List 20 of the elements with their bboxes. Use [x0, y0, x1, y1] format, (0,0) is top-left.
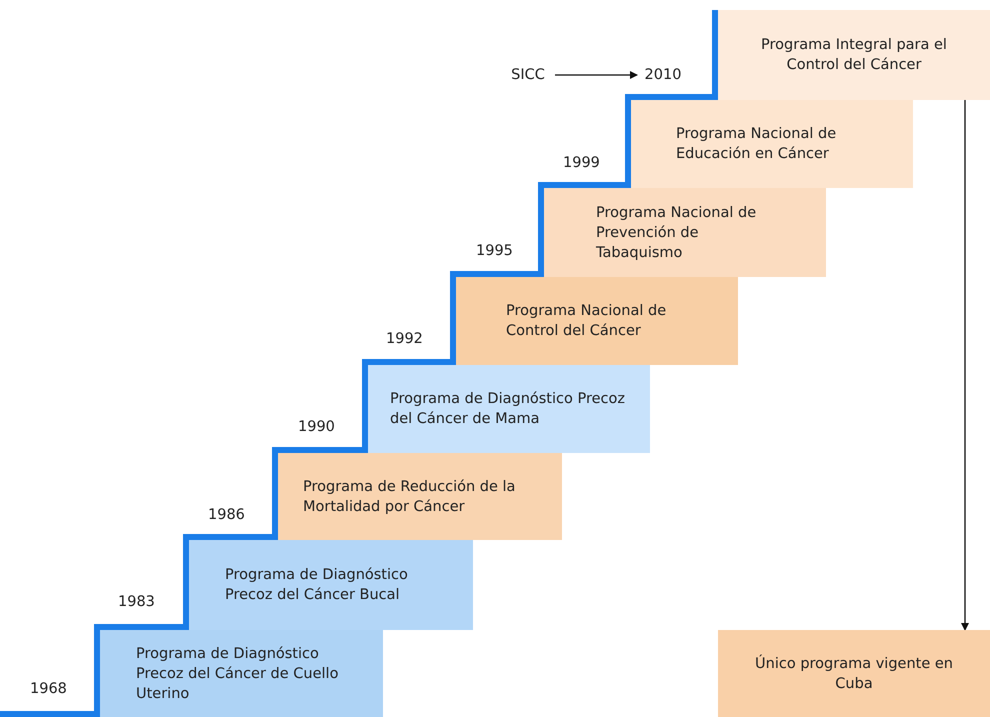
arrow: [555, 71, 638, 79]
program-box: Programa de Diagnóstico Precoz del Cáncer Bucal: [189, 540, 473, 630]
year-label: 2010: [640, 64, 686, 86]
program-box: Programa Integral para el Control del Cáncer: [718, 10, 990, 100]
arrow: [961, 100, 969, 631]
program-box: Programa Nacional de Educación en Cáncer: [631, 100, 913, 188]
year-label: 1986: [208, 506, 245, 525]
program-box: Programa de Diagnóstico Precoz del Cáncer de Cuello Uterino: [100, 630, 383, 717]
year-label: 1968: [30, 680, 67, 699]
program-box: Programa Nacional de Prevención de Tabaquismo: [544, 188, 826, 277]
year-label: 1995: [476, 242, 513, 261]
year-label: SICC: [505, 64, 551, 86]
year-label: 1999: [563, 154, 600, 173]
year-label: 1992: [386, 330, 423, 349]
program-box: Programa Nacional de Control del Cáncer: [456, 277, 738, 365]
program-box: Programa de Reducción de la Mortalidad por Cáncer: [278, 453, 562, 540]
year-label: 1990: [298, 418, 335, 437]
year-label: 1983: [118, 593, 155, 612]
program-box: Único programa vigente en Cuba: [718, 630, 990, 717]
program-box: Programa de Diagnóstico Precoz del Cáncer de Mama: [368, 365, 650, 453]
